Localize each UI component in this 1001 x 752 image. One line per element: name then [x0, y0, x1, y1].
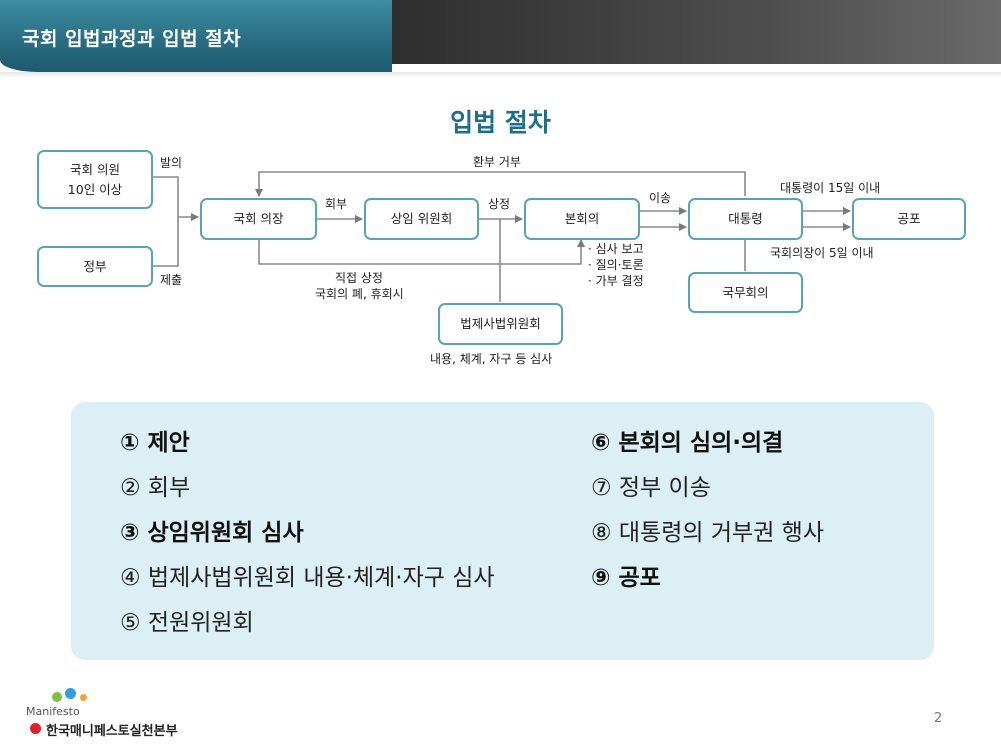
node-speaker: 국회 의장 — [200, 198, 317, 240]
flow-connectors — [153, 171, 851, 302]
node-legislation-committee: 법제사법위원회 — [438, 303, 563, 345]
logo-dot-blue — [65, 688, 76, 699]
label-within15: 대통령이 15일 이내 — [780, 181, 881, 195]
logo-dot-green — [52, 692, 62, 702]
header-shadow — [0, 72, 1001, 78]
connector-direct — [258, 239, 585, 265]
header-dark-band — [392, 0, 1001, 64]
label-submit: 제출 — [160, 273, 183, 287]
page-number: 2 — [934, 711, 943, 726]
diagram-title: 입법 절차 — [450, 108, 551, 137]
connector-veto — [255, 171, 746, 197]
node-committee: 상임 위원회 — [364, 198, 479, 240]
slide-title: 국회 입법과정과 입법 절차 — [22, 28, 242, 50]
label-refer: 회부 — [325, 197, 348, 211]
label-transfer: 이송 — [649, 191, 672, 205]
step-6: ⑥ 본회의 심의·의결 — [591, 430, 784, 456]
node-members: 국회 의원 10인 이상 — [37, 150, 153, 209]
step-8: ⑧ 대통령의 거부권 행사 — [591, 520, 824, 546]
node-cabinet: 국무회의 — [688, 272, 803, 313]
step-5: ⑤ 전원위원회 — [120, 610, 254, 636]
logo-dot-orange — [80, 694, 87, 701]
step-4: ④ 법제사법위원회 내용·체계·자구 심사 — [120, 565, 495, 591]
step-3: ③ 상임위원회 심사 — [120, 520, 304, 546]
org-name: 한국매니페스토실천본부 — [46, 724, 178, 739]
label-veto: 환부 거부 — [473, 155, 521, 169]
label-review-note: 내용, 체계, 자구 등 심사 — [430, 352, 553, 366]
label-plenary-note-2: · 질의·토론 — [588, 258, 644, 272]
label-direct-1: 직접 상정 — [335, 271, 383, 285]
node-government: 정부 — [37, 246, 153, 287]
step-9: ⑨ 공포 — [591, 565, 661, 591]
label-within5: 국회의장이 5일 이내 — [770, 246, 874, 260]
connector-government — [153, 217, 179, 267]
header-teal-band — [0, 0, 392, 72]
node-plenary: 본회의 — [524, 198, 640, 240]
manifesto-logo-word: Manifesto — [26, 705, 80, 718]
label-plenary-note-3: · 가부 결정 — [588, 274, 644, 288]
node-promulgation: 공포 — [852, 198, 966, 240]
label-propose: 발의 — [160, 156, 183, 170]
slide-header: 국회 입법과정과 입법 절차 — [0, 0, 1001, 72]
step-1: ① 제안 — [120, 430, 190, 456]
step-7: ⑦ 정부 이송 — [591, 475, 711, 501]
label-table: 상정 — [488, 197, 511, 211]
manifesto-logo-dots — [52, 688, 100, 702]
connector-members — [153, 176, 179, 217]
step-2: ② 회부 — [120, 475, 191, 501]
org-red-dot-icon — [30, 723, 41, 734]
label-plenary-note-1: · 심사 보고 — [588, 242, 644, 256]
steps-panel — [71, 402, 934, 660]
node-president: 대통령 — [688, 198, 803, 240]
label-direct-2: 국회의 폐, 휴회시 — [315, 287, 404, 301]
